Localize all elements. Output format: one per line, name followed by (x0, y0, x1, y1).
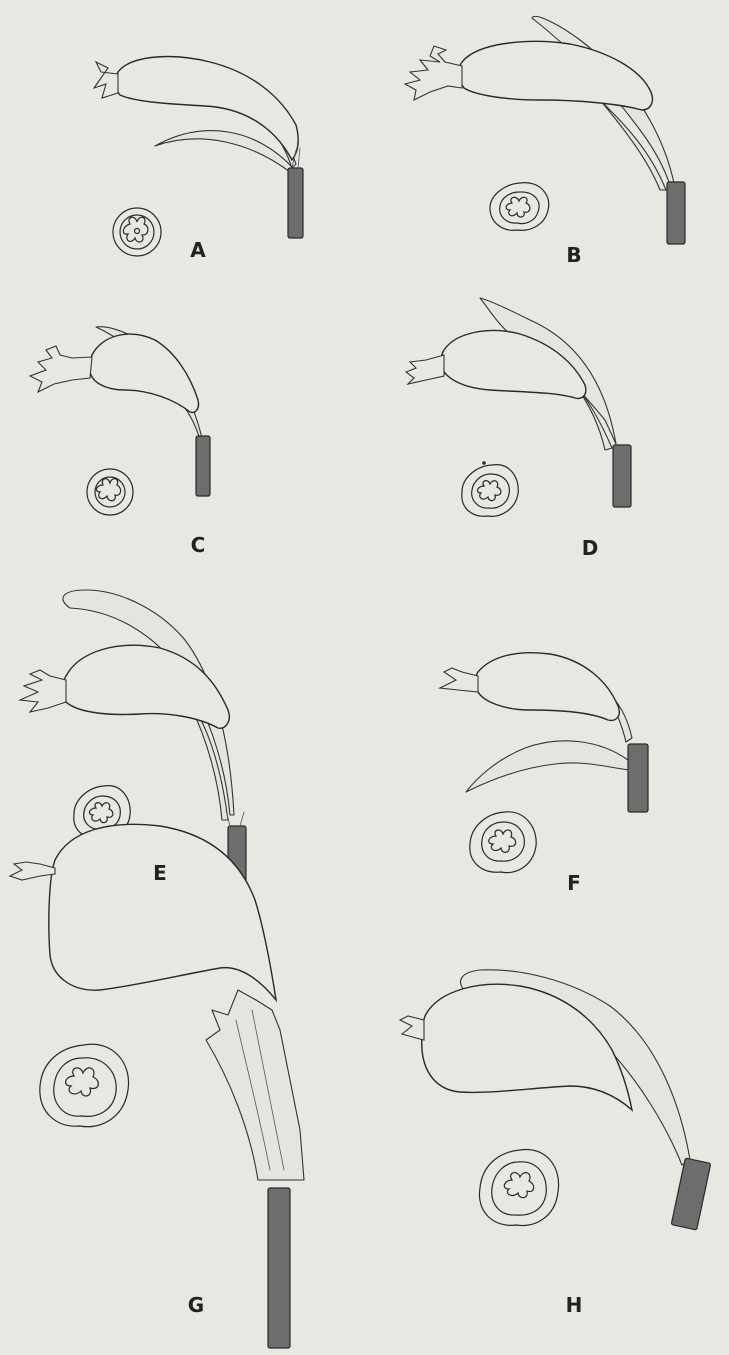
panel-c-specimen (30, 327, 210, 496)
panel-b-specimen (405, 17, 685, 244)
panel-f-specimen (440, 653, 648, 812)
panel-c-cross-section (87, 469, 133, 515)
panel-d-cross-section (462, 461, 518, 516)
panel-label-f: F (567, 871, 581, 895)
panel-label-g: G (188, 1293, 204, 1317)
panel-f-cross-section (470, 812, 536, 873)
panel-label-a: A (190, 238, 205, 262)
panel-label-c: C (191, 533, 206, 557)
panel-label-b: B (566, 243, 581, 267)
panel-d-specimen (406, 298, 631, 507)
panel-a-cross-section (113, 208, 161, 256)
panel-h-specimen (400, 970, 711, 1230)
panel-label-h: H (566, 1293, 583, 1317)
panel-label-e: E (153, 861, 167, 885)
panel-b-cross-section (490, 183, 549, 231)
panel-h-cross-section (479, 1149, 558, 1225)
panel-g-cross-section (40, 1044, 129, 1126)
panel-label-d: D (582, 536, 599, 560)
